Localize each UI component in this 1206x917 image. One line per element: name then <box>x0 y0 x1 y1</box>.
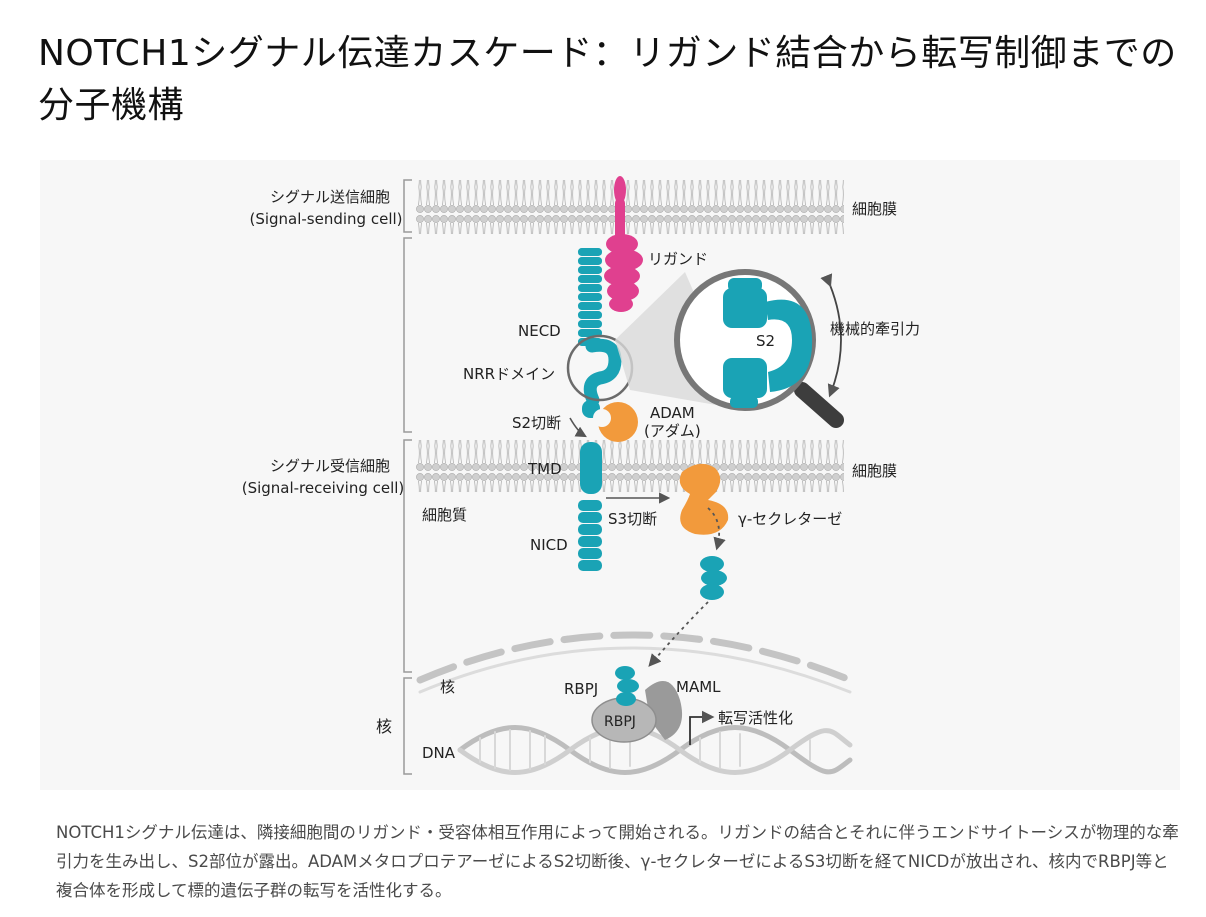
label-nucleus-inner: 核 <box>440 678 455 696</box>
necd-repeat <box>578 266 602 274</box>
label-nucleus-side: 核 <box>376 717 392 736</box>
label-gamma-secretase: γ-セクレターゼ <box>738 510 842 528</box>
label-s3-cleavage: S3切断 <box>608 510 657 528</box>
necd-repeat <box>578 275 602 283</box>
membrane-top <box>416 180 844 234</box>
gamma-secretase-enzyme <box>679 463 729 535</box>
mechanical-force-arrow <box>820 273 842 398</box>
diagram-svg: シグナル送信細胞 (Signal-sending cell) 細胞膜 リガンド … <box>242 176 920 775</box>
necd-repeat <box>578 284 602 292</box>
label-sending-cell: シグナル送信細胞 <box>270 188 390 206</box>
label-ligand: リガンド <box>648 250 708 268</box>
label-nicd: NICD <box>530 536 568 554</box>
necd-repeat <box>578 302 602 310</box>
figure-caption: NOTCH1シグナル伝達は、隣接細胞間のリガンド・受容体相互作用によって開始され… <box>56 823 1179 900</box>
transcription-arrow <box>689 710 715 745</box>
label-mechanical-force: 機械的牽引力 <box>830 320 920 338</box>
nicd-path-2 <box>648 601 709 667</box>
necd-repeat <box>578 257 602 265</box>
nicd-repeat <box>578 512 602 523</box>
label-dna: DNA <box>422 744 456 762</box>
tmd-segment <box>580 442 602 494</box>
necd-repeat <box>578 248 602 256</box>
nicd-repeat <box>578 536 602 547</box>
label-s2-cleavage: S2切断 <box>512 414 561 432</box>
nicd-repeat <box>578 548 602 559</box>
ligand-protein <box>604 176 643 312</box>
necd-repeat <box>578 320 602 328</box>
dna-helix <box>457 725 853 775</box>
label-cytoplasm: 細胞質 <box>422 506 467 524</box>
label-adam-jp: (アダム) <box>644 422 701 440</box>
label-s2-site: S2 <box>756 332 775 350</box>
section-brackets <box>403 179 412 775</box>
adam-enzyme <box>593 402 638 442</box>
membrane-bottom <box>416 440 844 492</box>
page-title: NOTCH1シグナル伝達カスケード：リガンド結合から転写制御までの分子機構 <box>38 33 1177 126</box>
nuclear-envelope <box>416 631 854 684</box>
notch-diagram: シグナル送信細胞 (Signal-sending cell) 細胞膜 リガンド … <box>40 160 1180 790</box>
notch-receptor <box>578 248 602 571</box>
label-transcription: 転写活性化 <box>718 709 793 727</box>
label-nrr-domain: NRRドメイン <box>463 365 555 383</box>
label-membrane-bottom: 細胞膜 <box>852 462 897 480</box>
label-rbpj-blob: RBPJ <box>604 714 636 730</box>
necd-repeat <box>578 311 602 319</box>
magnifier <box>674 269 844 428</box>
released-nicd <box>700 556 727 600</box>
label-necd: NECD <box>518 322 561 340</box>
nicd-repeat <box>578 560 602 571</box>
necd-repeat <box>578 293 602 301</box>
label-adam: ADAM <box>650 404 695 422</box>
s2-arrow <box>569 417 587 438</box>
label-membrane-top: 細胞膜 <box>852 200 897 218</box>
label-receiving-cell-en: (Signal-receiving cell) <box>242 479 405 497</box>
nuclear-envelope-inner <box>418 646 852 694</box>
nicd-repeat <box>578 524 602 535</box>
label-sending-cell-en: (Signal-sending cell) <box>249 210 402 228</box>
label-maml: MAML <box>676 678 721 696</box>
nuclear-complex <box>591 666 683 743</box>
nrr-domain-shape <box>583 338 622 407</box>
label-tmd: TMD <box>527 460 562 478</box>
label-receiving-cell: シグナル受信細胞 <box>270 457 390 475</box>
nicd-repeat <box>578 500 602 511</box>
label-rbpj: RBPJ <box>564 680 598 698</box>
